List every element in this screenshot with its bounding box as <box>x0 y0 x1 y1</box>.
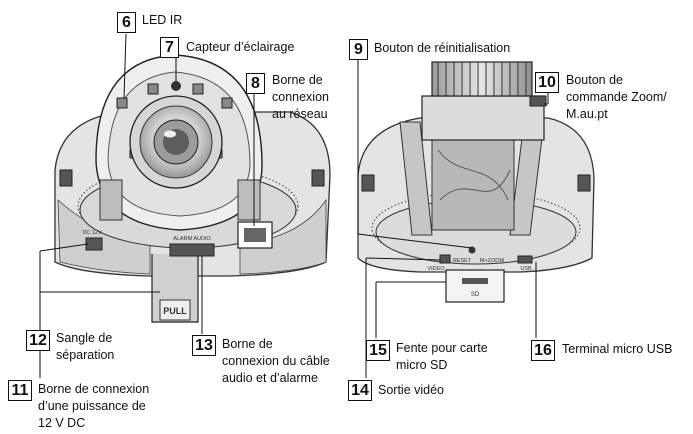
callout-label-led-ir: LED IR <box>142 13 183 27</box>
callout-number-6: 6 <box>117 12 136 33</box>
callout-number-11: 11 <box>8 380 32 401</box>
callout-label-illumination-sensor: Capteur d’éclairage <box>186 40 295 54</box>
camera-rear-view: RESET M+ZOOM VIDEO SD USB <box>357 61 595 303</box>
alarm-audio-mark: ALARM AUDIO <box>173 236 211 242</box>
callout-number-8: 8 <box>246 73 265 94</box>
video-mark: VIDEO <box>427 266 445 272</box>
callout-number-14: 14 <box>348 380 372 401</box>
callout-label-zoom-focus-button: Bouton de commande Zoom/ M.au.pt <box>566 73 667 121</box>
leader-lines <box>39 33 549 378</box>
callout-number-13: 13 <box>192 335 216 356</box>
callout-label-micro-sd-slot: Fente pour carte micro SD <box>396 341 488 372</box>
callout-number-15: 15 <box>366 340 390 361</box>
callout-number-16: 16 <box>531 340 555 361</box>
callout-label-reset-button: Bouton de réinitialisation <box>374 41 511 55</box>
dc-12v-mark: DC 12V <box>82 230 102 236</box>
reset-mark: RESET <box>453 258 472 264</box>
callout-label-dc-power-terminal: Borne de connexion d’une puissance de 12… <box>38 382 150 430</box>
camera-front-view: PULL ALARM AUDIO DC 12V <box>54 54 331 323</box>
callout-label-video-output: Sortie vidéo <box>378 383 445 397</box>
m-zoom-mark: M+ZOOM <box>480 258 505 264</box>
sd-mark: SD <box>471 292 480 298</box>
callout-label-separation-strap: Sangle de séparation <box>56 331 115 362</box>
callout-number-9: 9 <box>349 39 368 60</box>
callout-label-network-terminal: Borne de connexion au réseau <box>272 73 329 121</box>
callout-number-10: 10 <box>535 72 559 93</box>
pull-mark: PULL <box>163 306 187 316</box>
callout-label-micro-usb-terminal: Terminal micro USB <box>562 342 673 356</box>
callout-number-7: 7 <box>160 37 179 58</box>
usb-mark: USB <box>520 266 532 272</box>
callout-label-audio-alarm-terminal: Borne de connexion du câble audio et d’a… <box>222 337 330 385</box>
callout-number-12: 12 <box>26 330 50 351</box>
